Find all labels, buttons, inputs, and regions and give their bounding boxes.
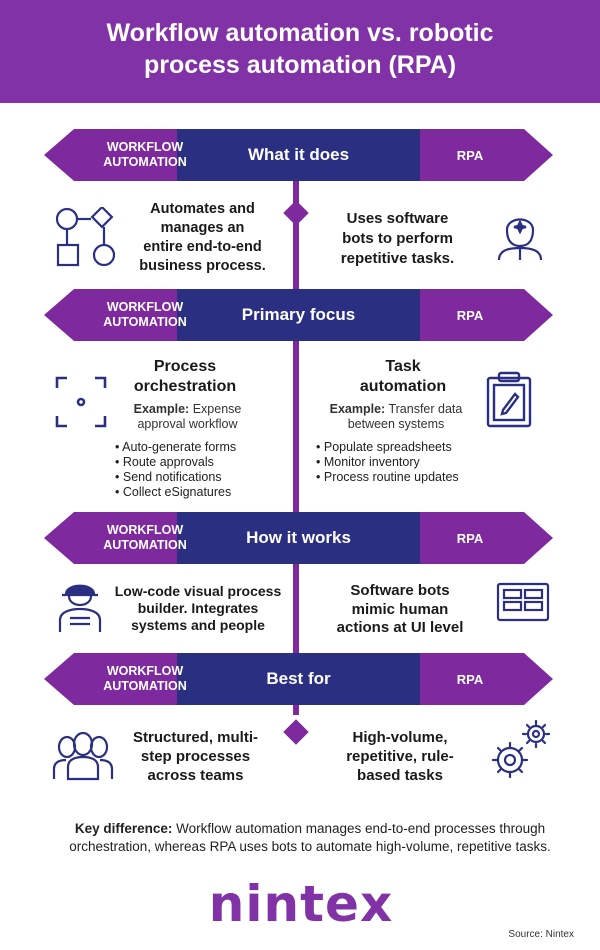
example-text: Transfer data (388, 402, 463, 416)
primary-focus-rpa-example: Example: Transfer data between systems (316, 402, 476, 432)
text-line: manages an (160, 220, 245, 236)
list-item: Process routine updates (316, 470, 459, 485)
list-item: Collect eSignatures (115, 485, 236, 500)
key-difference: Key difference: Workflow automation mana… (50, 820, 570, 856)
banner-arrows (44, 129, 553, 181)
text-line: Uses software (346, 210, 449, 227)
list-item: Monitor inventory (316, 455, 459, 470)
example-text: Expense (192, 402, 242, 416)
page-title-line-1: Workflow automation vs. robotic (106, 19, 494, 47)
robot-icon (497, 218, 543, 261)
nintex-logo: nintex (208, 875, 394, 933)
clipboard-icon (486, 371, 532, 428)
team-icon (52, 731, 114, 781)
banner-right-label: RPA (456, 147, 484, 163)
rpa-bullet-list: Populate spreadsheets Monitor inventory … (316, 440, 459, 485)
text-line: mimic human (351, 600, 449, 618)
text-line: Task (385, 358, 421, 375)
spine-diamond (283, 719, 309, 745)
text-line: based tasks (357, 767, 443, 784)
banner-left-label: WORKFLOW AUTOMATION (103, 300, 187, 329)
list-item: Route approvals (115, 455, 236, 470)
banner-left-label: WORKFLOW AUTOMATION (103, 664, 187, 693)
banner-right-label: RPA (456, 530, 484, 546)
text-line: Structured, multi- (132, 729, 258, 746)
text-line: automation (359, 378, 447, 395)
how-it-works-rpa-text: Software bots mimic human actions at UI … (325, 582, 475, 638)
example-label: Example: (133, 402, 190, 416)
banner-left-label: WORKFLOW AUTOMATION (103, 140, 187, 169)
page-title-line-2: process automation (RPA) (143, 51, 457, 79)
banner-title: How it works (246, 528, 351, 547)
worker-icon (58, 584, 102, 632)
section-banner: WORKFLOW AUTOMATION What it does RPA (44, 129, 553, 181)
primary-focus-rpa-title: Task automation (333, 357, 473, 397)
flowchart-icon (55, 207, 116, 267)
example-label: Example: (329, 402, 386, 416)
text-line: High-volume, (352, 729, 448, 746)
text-line: bots to perform (342, 230, 453, 247)
workflow-bullet-list: Auto-generate forms Route approvals Send… (115, 440, 236, 500)
text-line: step processes (140, 748, 251, 765)
gears-icon (491, 719, 551, 779)
text-line: systems and people (131, 617, 265, 633)
section-banner: WORKFLOW AUTOMATION How it works RPA (44, 512, 553, 564)
banner-title: Best for (266, 669, 331, 688)
banner-arrows (44, 289, 553, 341)
text-line: Example: Transfer data (316, 402, 476, 417)
text-line: Process (153, 358, 217, 375)
best-for-rpa-text: High-volume, repetitive, rule- based tas… (325, 728, 475, 785)
center-spine (293, 180, 299, 715)
text-line: Example: Expense (115, 402, 260, 417)
text-line: Software bots (350, 582, 450, 599)
ui-window-icon (496, 582, 550, 622)
key-difference-label: Key difference: (74, 821, 173, 836)
page-header: Workflow automation vs. robotic process … (0, 0, 600, 103)
banner-title: Primary focus (241, 305, 356, 324)
spine-diamond (283, 200, 309, 226)
text-line: Automates and (150, 201, 255, 217)
text-line: entire end-to-end (143, 239, 262, 255)
text-line: orchestration (133, 378, 237, 395)
text-line: Low-code visual process (114, 583, 282, 599)
key-difference-text: Workflow automation manages end-to-end p… (69, 821, 551, 854)
primary-focus-workflow-title: Process orchestration (115, 357, 255, 397)
text-line: builder. Integrates (137, 600, 259, 616)
text-line: between systems (347, 417, 445, 431)
banner-arrows (44, 512, 553, 564)
best-for-workflow-text: Structured, multi- step processes across… (118, 728, 273, 785)
text-line: approval workflow (137, 417, 238, 431)
how-it-works-workflow-text: Low-code visual process builder. Integra… (108, 583, 288, 634)
list-item: Send notifications (115, 470, 236, 485)
text-line: actions at UI level (336, 619, 464, 636)
banner-right-label: RPA (456, 307, 484, 323)
text-line: repetitive, rule- (346, 748, 454, 765)
focus-frame-icon (55, 376, 107, 428)
banner-right-label: RPA (456, 671, 484, 687)
primary-focus-workflow-example: Example: Expense approval workflow (115, 402, 260, 432)
source-credit: Source: Nintex (508, 929, 574, 940)
section-banner: WORKFLOW AUTOMATION Primary focus RPA (44, 289, 553, 341)
banner-title: What it does (247, 145, 350, 164)
text-line: across teams (147, 767, 244, 784)
banner-arrows (44, 653, 553, 705)
list-item: Auto-generate forms (115, 440, 236, 455)
banner-left-label: WORKFLOW AUTOMATION (103, 523, 187, 552)
what-it-does-workflow-text: Automates and manages an entire end-to-e… (125, 200, 280, 276)
list-item: Populate spreadsheets (316, 440, 459, 455)
text-line: business process. (139, 258, 266, 274)
text-line: repetitive tasks. (340, 250, 455, 267)
section-banner: WORKFLOW AUTOMATION Best for RPA (44, 653, 553, 705)
what-it-does-rpa-text: Uses software bots to perform repetitive… (320, 209, 475, 269)
